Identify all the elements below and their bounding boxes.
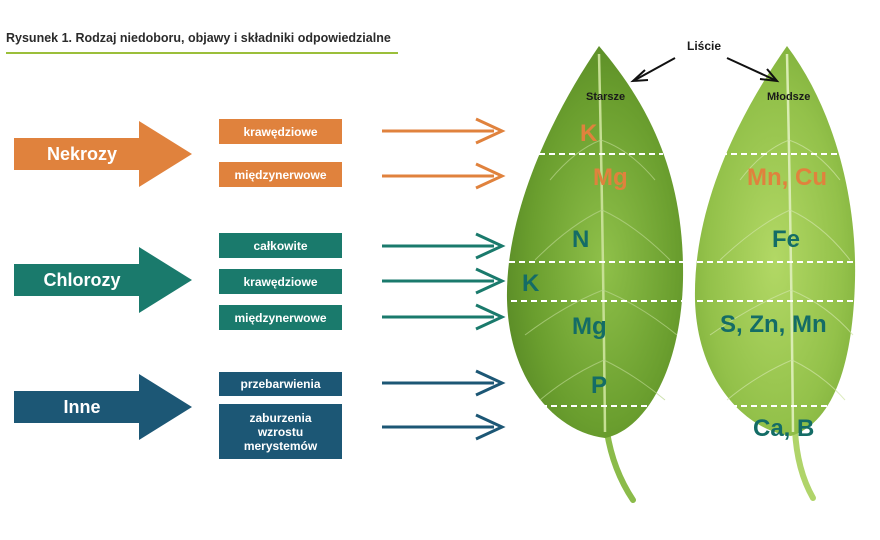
- older-leaf-label: Starsze: [586, 91, 626, 103]
- figure-title: Rysunek 1. Rodzaj niedoboru, objawy i sk…: [6, 31, 391, 45]
- category-label: Chlorozy: [43, 270, 121, 290]
- element-label: Ca, B: [753, 415, 815, 442]
- arrow-right-icon: [382, 303, 506, 331]
- symptom-box: międzynerwowe: [219, 305, 342, 330]
- symptom-box: zaburzenia wzrostu merystemów: [219, 404, 342, 459]
- leaves-illustration: [506, 46, 856, 503]
- element-label: N: [572, 226, 590, 253]
- element-label: K: [522, 270, 540, 297]
- leaves-caption: Liście: [687, 39, 722, 53]
- element-label: S, Zn, Mn: [720, 311, 827, 338]
- category-label: Nekrozy: [46, 144, 118, 164]
- symptom-box: krawędziowe: [219, 119, 342, 144]
- arrow-right-icon: [382, 232, 506, 260]
- category-arrow-chlorozy: Chlorozy: [14, 247, 192, 313]
- arrow-right-icon: [382, 162, 506, 190]
- element-label: Mg: [572, 313, 607, 340]
- arrow-right-icon: [382, 413, 506, 441]
- arrow-right-icon: [14, 374, 192, 440]
- category-label: Inne: [63, 397, 101, 417]
- pointer-arrow-icon: [726, 57, 776, 81]
- symptom-box: krawędziowe: [219, 269, 342, 294]
- category-arrow-inne: Inne: [14, 374, 192, 440]
- title-underline: [6, 52, 398, 54]
- element-label: Mn, Cu: [747, 164, 827, 191]
- symptom-box: międzynerwowe: [219, 162, 342, 187]
- leaf-icon: [694, 46, 856, 436]
- arrow-right-icon: [382, 267, 506, 295]
- arrow-right-icon: [382, 369, 506, 397]
- arrow-right-icon: [14, 247, 192, 313]
- element-label: K: [580, 120, 598, 147]
- element-label: Fe: [772, 226, 801, 253]
- element-label: Mg: [593, 164, 628, 191]
- arrow-right-icon: [14, 121, 192, 187]
- symptom-box: całkowite: [219, 233, 342, 258]
- arrow-right-icon: [382, 117, 506, 145]
- category-arrow-nekrozy: Nekrozy: [14, 121, 192, 187]
- pointer-arrow-icon: [634, 57, 676, 81]
- element-label: P: [591, 372, 608, 399]
- symptom-box: przebarwienia: [219, 372, 342, 396]
- leaf-icon: [506, 46, 684, 438]
- younger-leaf-label: Młodsze: [767, 91, 811, 103]
